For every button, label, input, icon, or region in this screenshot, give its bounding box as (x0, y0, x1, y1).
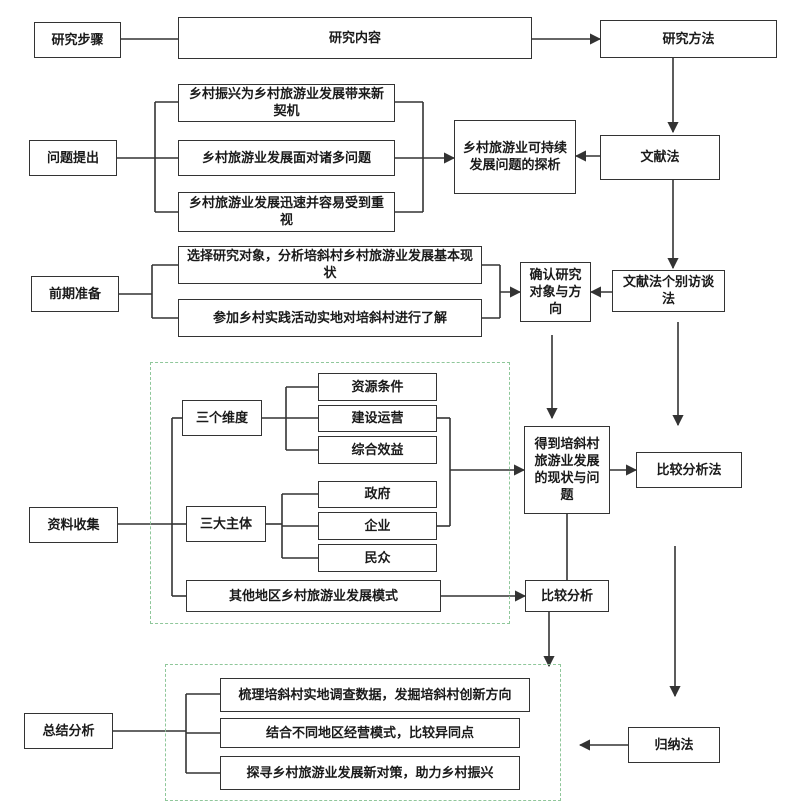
subject-government: 政府 (318, 481, 437, 508)
step-prep: 前期准备 (31, 276, 119, 312)
problem-result: 乡村旅游业可持续发展问题的探析 (454, 120, 576, 194)
prep-item-1: 选择研究对象，分析培斜村乡村旅游业发展基本现状 (178, 246, 482, 284)
problem-item-2: 乡村旅游业发展面对诸多问题 (178, 140, 395, 176)
dimension-resources: 资源条件 (318, 373, 437, 401)
research-methods-header: 研究方法 (600, 20, 777, 58)
method-literature: 文献法 (600, 135, 720, 180)
step-summary: 总结分析 (24, 713, 113, 749)
comparative-analysis: 比较分析 (525, 580, 609, 612)
problem-item-1: 乡村振兴为乡村旅游业发展带来新契机 (178, 84, 395, 122)
prep-result: 确认研究对象与方向 (520, 262, 591, 322)
dimension-benefits: 综合效益 (318, 436, 437, 464)
problem-item-3: 乡村旅游业发展迅速并容易受到重视 (178, 192, 395, 232)
summary-item-2: 结合不同地区经营模式，比较异同点 (220, 718, 520, 748)
step-problem: 问题提出 (29, 140, 117, 176)
subject-public: 民众 (318, 544, 437, 572)
method-comparative: 比较分析法 (636, 452, 742, 488)
summary-item-3: 探寻乡村旅游业发展新对策，助力乡村振兴 (220, 756, 520, 790)
dimension-operation: 建设运营 (318, 405, 437, 432)
subject-enterprise: 企业 (318, 512, 437, 540)
summary-item-1: 梳理培斜村实地调查数据，发掘培斜村创新方向 (220, 678, 530, 712)
three-subjects: 三大主体 (186, 506, 266, 542)
step-collect: 资料收集 (29, 507, 118, 543)
other-regions-models: 其他地区乡村旅游业发展模式 (186, 580, 441, 612)
method-inductive: 归纳法 (628, 727, 720, 763)
collect-result: 得到培斜村旅游业发展的现状与问题 (524, 426, 610, 514)
prep-item-2: 参加乡村实践活动实地对培斜村进行了解 (178, 299, 482, 337)
collection-dashed-group (150, 362, 510, 624)
summary-dashed-group (165, 664, 561, 801)
method-literature-interview: 文献法个别访谈法 (612, 270, 725, 312)
research-steps-header: 研究步骤 (34, 22, 121, 58)
three-dimensions: 三个维度 (182, 400, 262, 436)
research-content-header: 研究内容 (178, 17, 532, 59)
